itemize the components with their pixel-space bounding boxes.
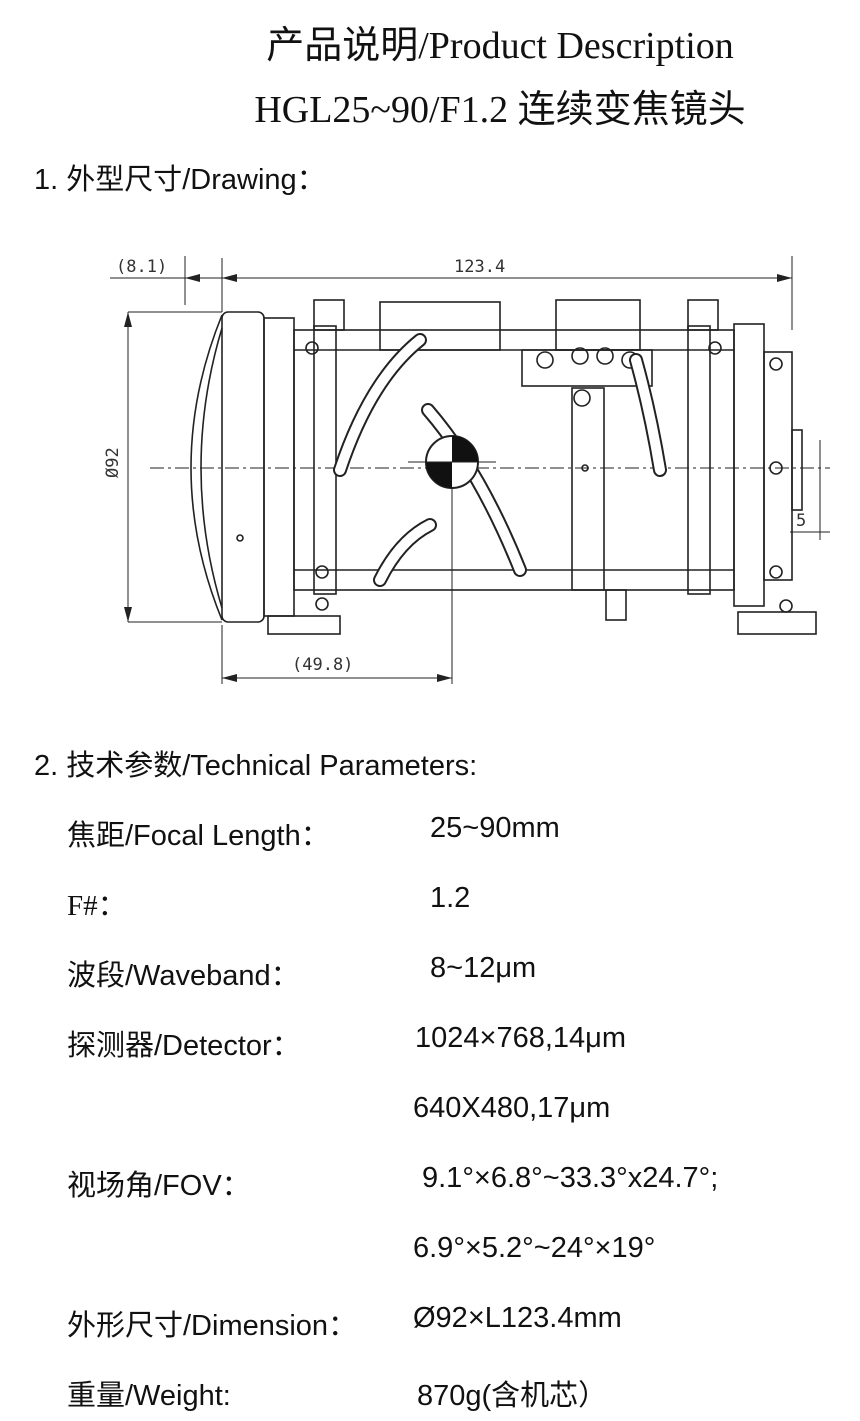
- dim-diameter-label: Ø92: [103, 447, 123, 478]
- detector-label: 探测器/Detector：: [67, 1030, 301, 1062]
- weight-value: 870g(含机芯）: [417, 1380, 608, 1412]
- dimension-value: Ø92×L123.4mm: [413, 1302, 622, 1334]
- fov-value-2: 6.9°×5.2°~24°×19°: [413, 1232, 656, 1264]
- fov-label: 视场角/FOV：: [67, 1170, 251, 1202]
- detector-value-1: 1024×768,14μm: [415, 1022, 627, 1054]
- fov-value-1: 9.1°×6.8°~33.3°x24.7°;: [422, 1162, 719, 1194]
- product-model-title: HGL25~90/F1.2 连续变焦镜头: [254, 89, 746, 131]
- fnumber-value: 1.2: [430, 882, 471, 914]
- lens-technical-drawing: (8.1) 123.4 (49.8) 5 Ø92: [103, 256, 830, 684]
- dim-length-label: 123.4: [454, 257, 505, 277]
- dim-back-label: 5: [796, 511, 806, 531]
- dim-front-label: (8.1): [116, 257, 167, 277]
- page-title: 产品说明/Product Description: [266, 25, 734, 67]
- fnumber-label: F#：: [67, 890, 127, 922]
- center-of-gravity-marker: [408, 435, 496, 489]
- dim-mount-label: (49.8): [292, 655, 353, 675]
- focal-length-value: 25~90mm: [430, 812, 560, 844]
- dimension-label: 外形尺寸/Dimension：: [67, 1310, 358, 1342]
- focal-length-label: 焦距/Focal Length：: [67, 820, 330, 852]
- params-section-heading: 2. 技术参数/Technical Parameters:: [34, 750, 478, 782]
- waveband-label: 波段/Waveband：: [67, 960, 300, 992]
- drawing-section-heading: 1. 外型尺寸/Drawing：: [34, 164, 326, 196]
- weight-label: 重量/Weight:: [67, 1380, 231, 1412]
- waveband-value: 8~12μm: [430, 952, 537, 984]
- detector-value-2: 640X480,17μm: [413, 1092, 611, 1124]
